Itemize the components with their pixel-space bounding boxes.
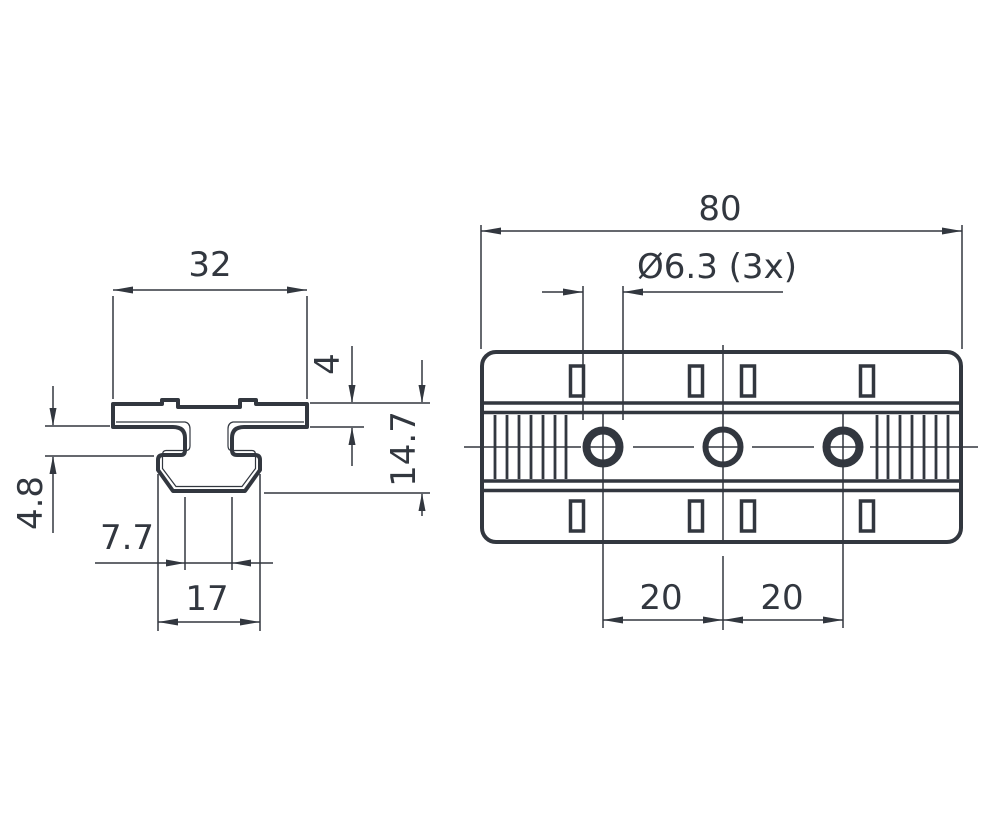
arrowhead xyxy=(49,456,57,474)
arrowhead xyxy=(418,493,426,511)
arrowhead xyxy=(823,616,843,624)
dimension-7-7: 7.7 xyxy=(95,497,273,570)
dim-label-14-7: 14.7 xyxy=(384,411,424,487)
profile-outline xyxy=(111,398,309,493)
slot xyxy=(739,364,757,398)
dim-label-7-7: 7.7 xyxy=(100,518,154,558)
center-lines xyxy=(464,345,978,630)
dimension-4: 4 xyxy=(308,346,430,466)
slot xyxy=(568,364,586,398)
slot xyxy=(858,364,876,398)
arrowhead xyxy=(418,385,426,403)
arrowhead xyxy=(563,288,583,296)
arrowhead xyxy=(623,288,643,296)
arrowhead xyxy=(348,385,356,403)
dim-label-4: 4 xyxy=(308,353,348,375)
dimension-32: 32 xyxy=(112,245,308,399)
slot xyxy=(739,499,757,533)
slot-row-bottom xyxy=(568,499,876,533)
slot-row-top xyxy=(568,364,876,398)
dimension-80: 80 xyxy=(480,189,963,349)
dim-label-20-left: 20 xyxy=(639,578,682,618)
slot xyxy=(687,499,705,533)
arrowhead xyxy=(603,616,623,624)
hole-right xyxy=(822,426,864,468)
arrowhead xyxy=(113,286,133,294)
arrowhead xyxy=(49,408,57,426)
dim-label-20-right: 20 xyxy=(760,578,803,618)
hole-center xyxy=(702,426,744,468)
arrowhead xyxy=(348,427,356,445)
arrowhead xyxy=(942,227,962,235)
hole-left xyxy=(582,426,624,468)
dimension-20-left: 20 xyxy=(603,578,723,624)
arrowhead xyxy=(240,618,260,626)
arrowhead xyxy=(723,616,743,624)
arrowhead xyxy=(481,227,501,235)
section-view: 32 4 14.7 4.8 xyxy=(11,245,430,631)
slot xyxy=(687,364,705,398)
plan-view: 80 Ø6.3 (3x) 20 20 xyxy=(464,189,978,630)
dimension-17: 17 xyxy=(157,474,261,631)
slot xyxy=(568,499,586,533)
slot xyxy=(858,499,876,533)
dim-label-32: 32 xyxy=(188,245,231,285)
arrowhead xyxy=(166,559,185,567)
dimension-4-8: 4.8 xyxy=(11,386,154,533)
band-lines xyxy=(483,401,960,493)
dim-label-hole-diameter: Ø6.3 (3x) xyxy=(637,247,797,287)
dim-label-4-8: 4.8 xyxy=(11,476,51,530)
dimension-14-7: 14.7 xyxy=(264,360,430,516)
arrowhead xyxy=(287,286,307,294)
profile-inner-line xyxy=(116,421,304,488)
dim-label-80: 80 xyxy=(698,189,741,229)
dimension-20-right: 20 xyxy=(723,578,843,624)
arrowhead xyxy=(703,616,723,624)
arrowhead xyxy=(158,618,178,626)
dim-label-17: 17 xyxy=(185,579,228,619)
arrowhead xyxy=(232,559,251,567)
dimension-hole-diameter: Ø6.3 (3x) xyxy=(542,247,797,420)
